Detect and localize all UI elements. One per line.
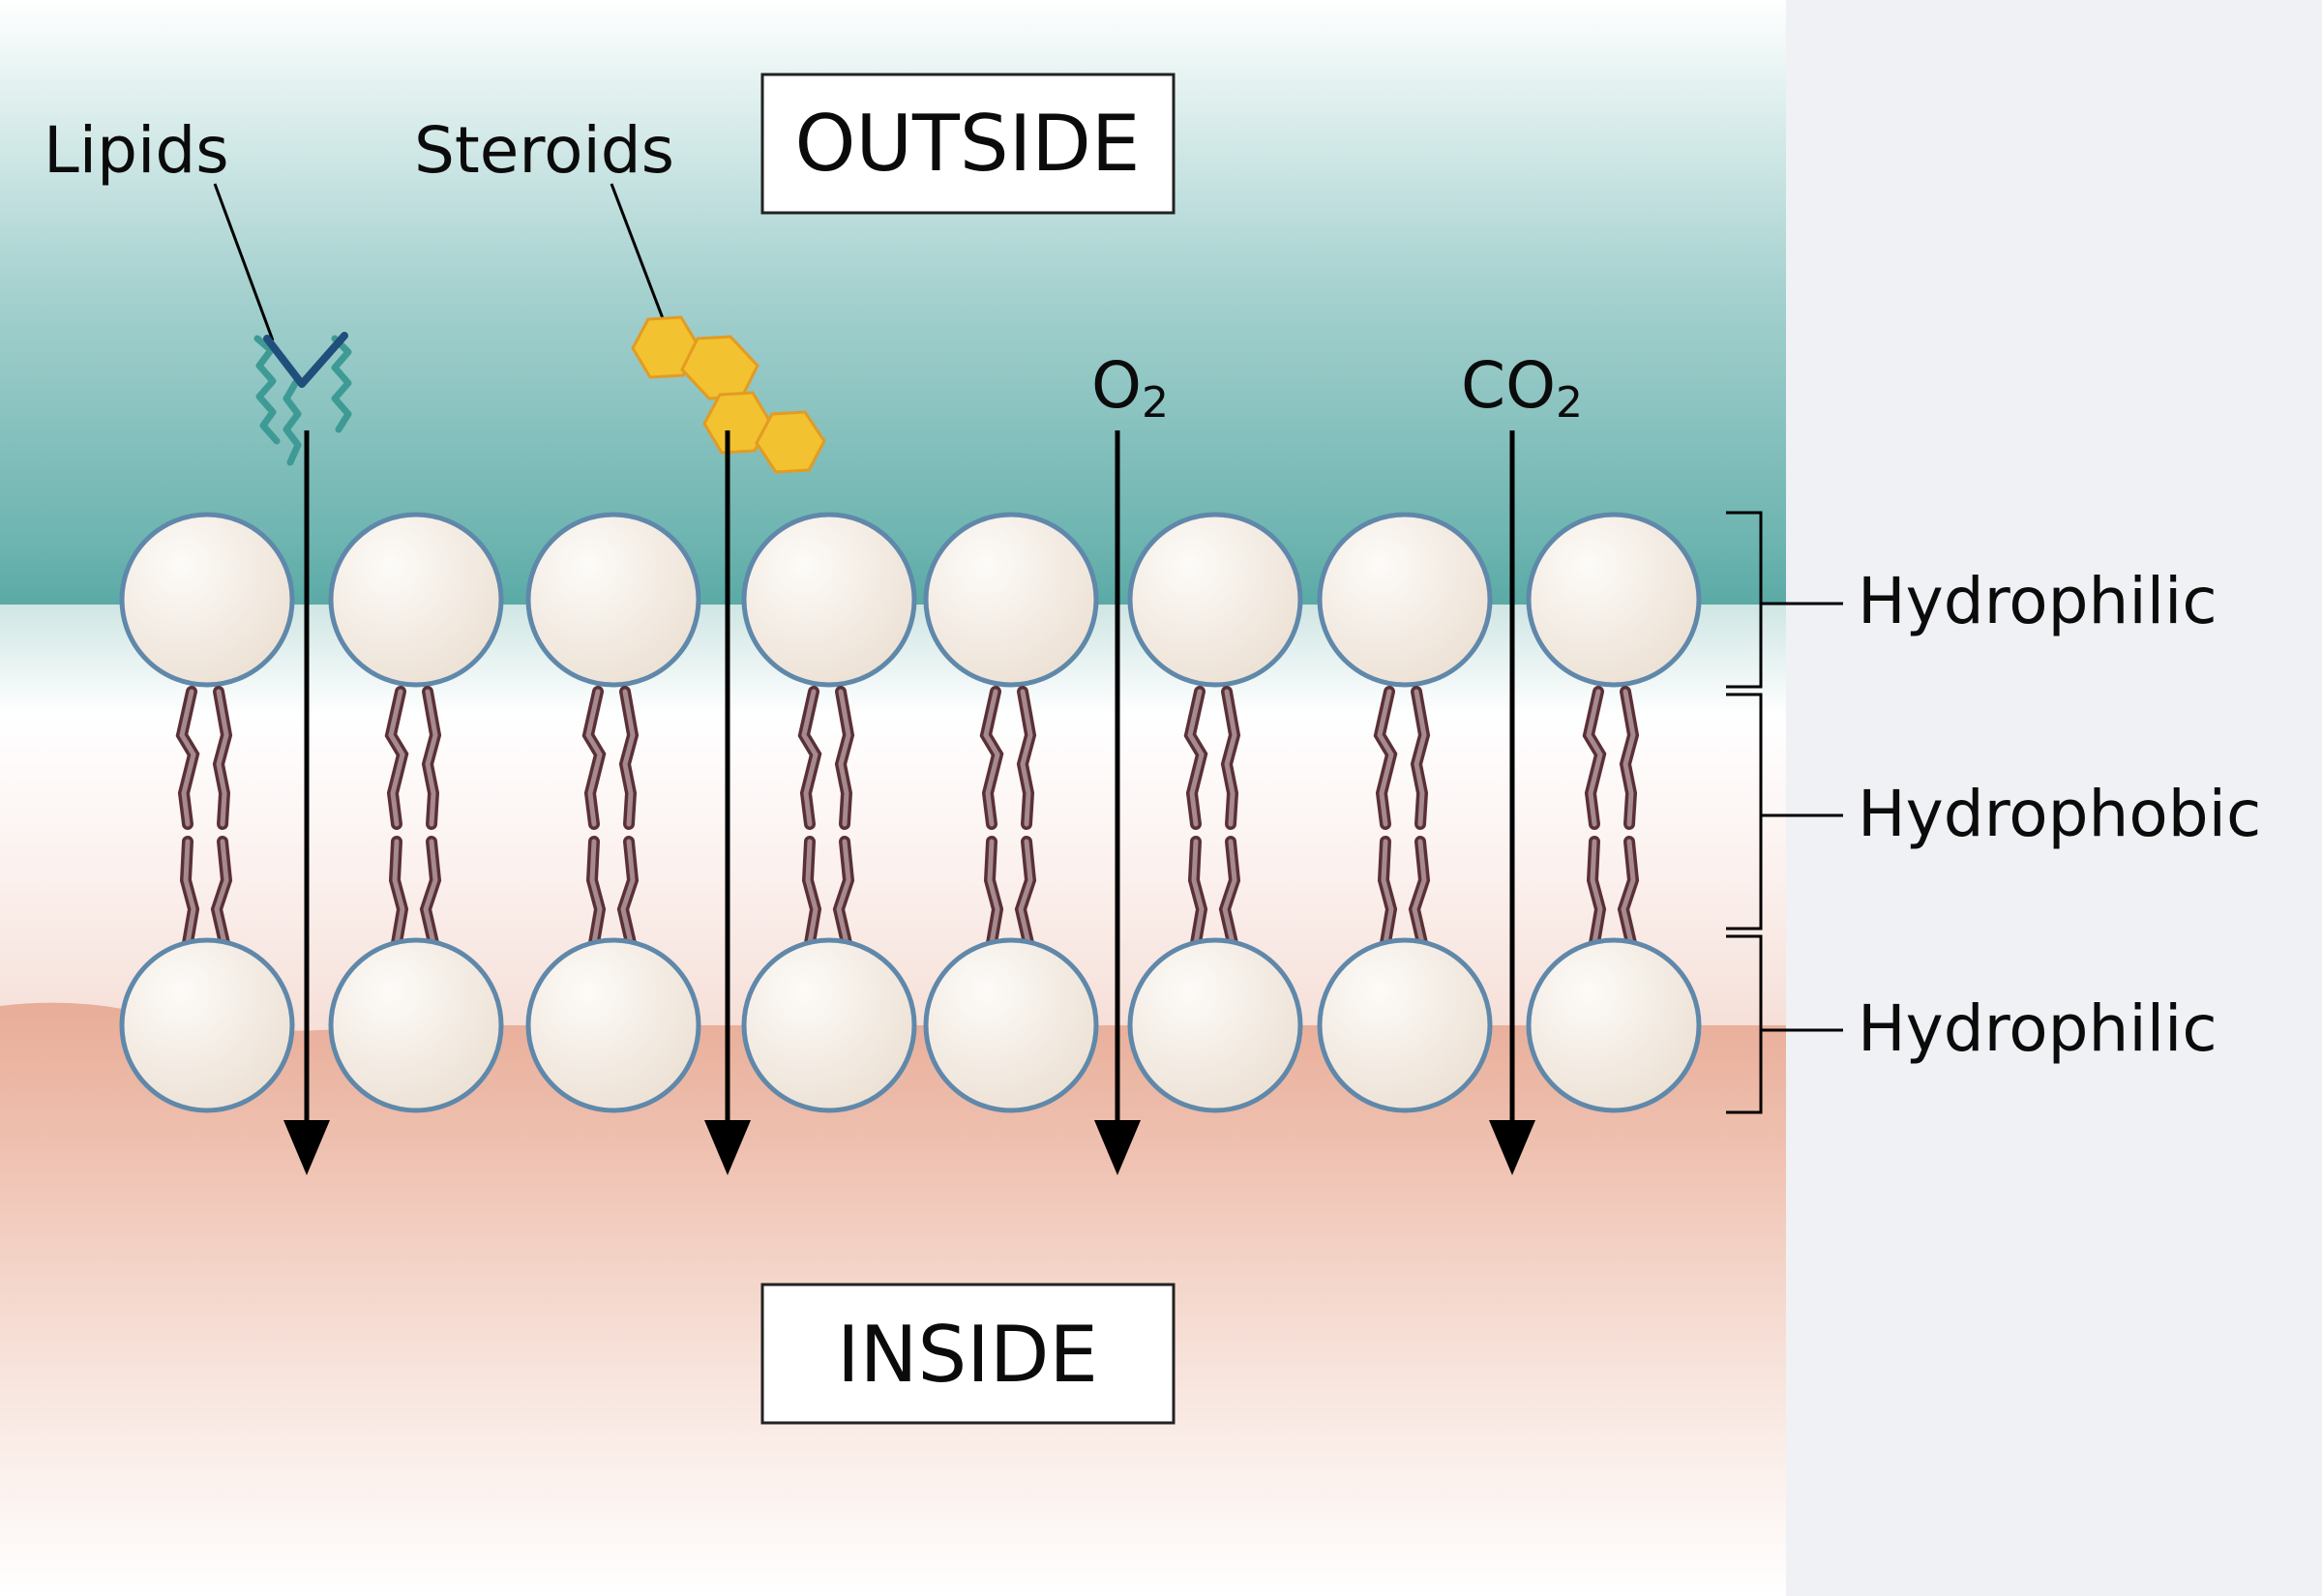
- lipid-molecule-icon: [253, 332, 352, 466]
- hydrophilic-top-label: Hydrophilic: [1858, 564, 2218, 638]
- inside-box: [760, 1283, 1176, 1425]
- arrowhead-icon: [704, 1120, 751, 1175]
- bracket-middle: [1726, 693, 1763, 931]
- inside-label: INSIDE: [837, 1310, 1098, 1400]
- arrowhead-icon: [283, 1120, 330, 1175]
- hydrophobic-label: Hydrophobic: [1858, 777, 2261, 851]
- outside-box: [760, 73, 1176, 215]
- diffusion-arrows: [283, 430, 1535, 1175]
- o2-label: O2: [1091, 348, 1169, 428]
- lipids-label: Lipids: [44, 113, 229, 188]
- lipids-leader-line: [213, 183, 275, 341]
- outside-label: OUTSIDE: [795, 99, 1141, 189]
- steroids-label: Steroids: [414, 113, 674, 188]
- steroid-rings-icon: [631, 315, 826, 474]
- side-margin: [1786, 0, 2322, 1596]
- bracket-top: [1726, 511, 1763, 689]
- arrowhead-icon: [1489, 1120, 1535, 1175]
- bracket-bottom: [1726, 934, 1763, 1114]
- layer-brackets: [1726, 511, 1843, 1114]
- hydrophilic-bottom-label: Hydrophilic: [1858, 991, 2218, 1066]
- arrowhead-icon: [1094, 1120, 1141, 1175]
- co2-label: CO2: [1461, 348, 1583, 428]
